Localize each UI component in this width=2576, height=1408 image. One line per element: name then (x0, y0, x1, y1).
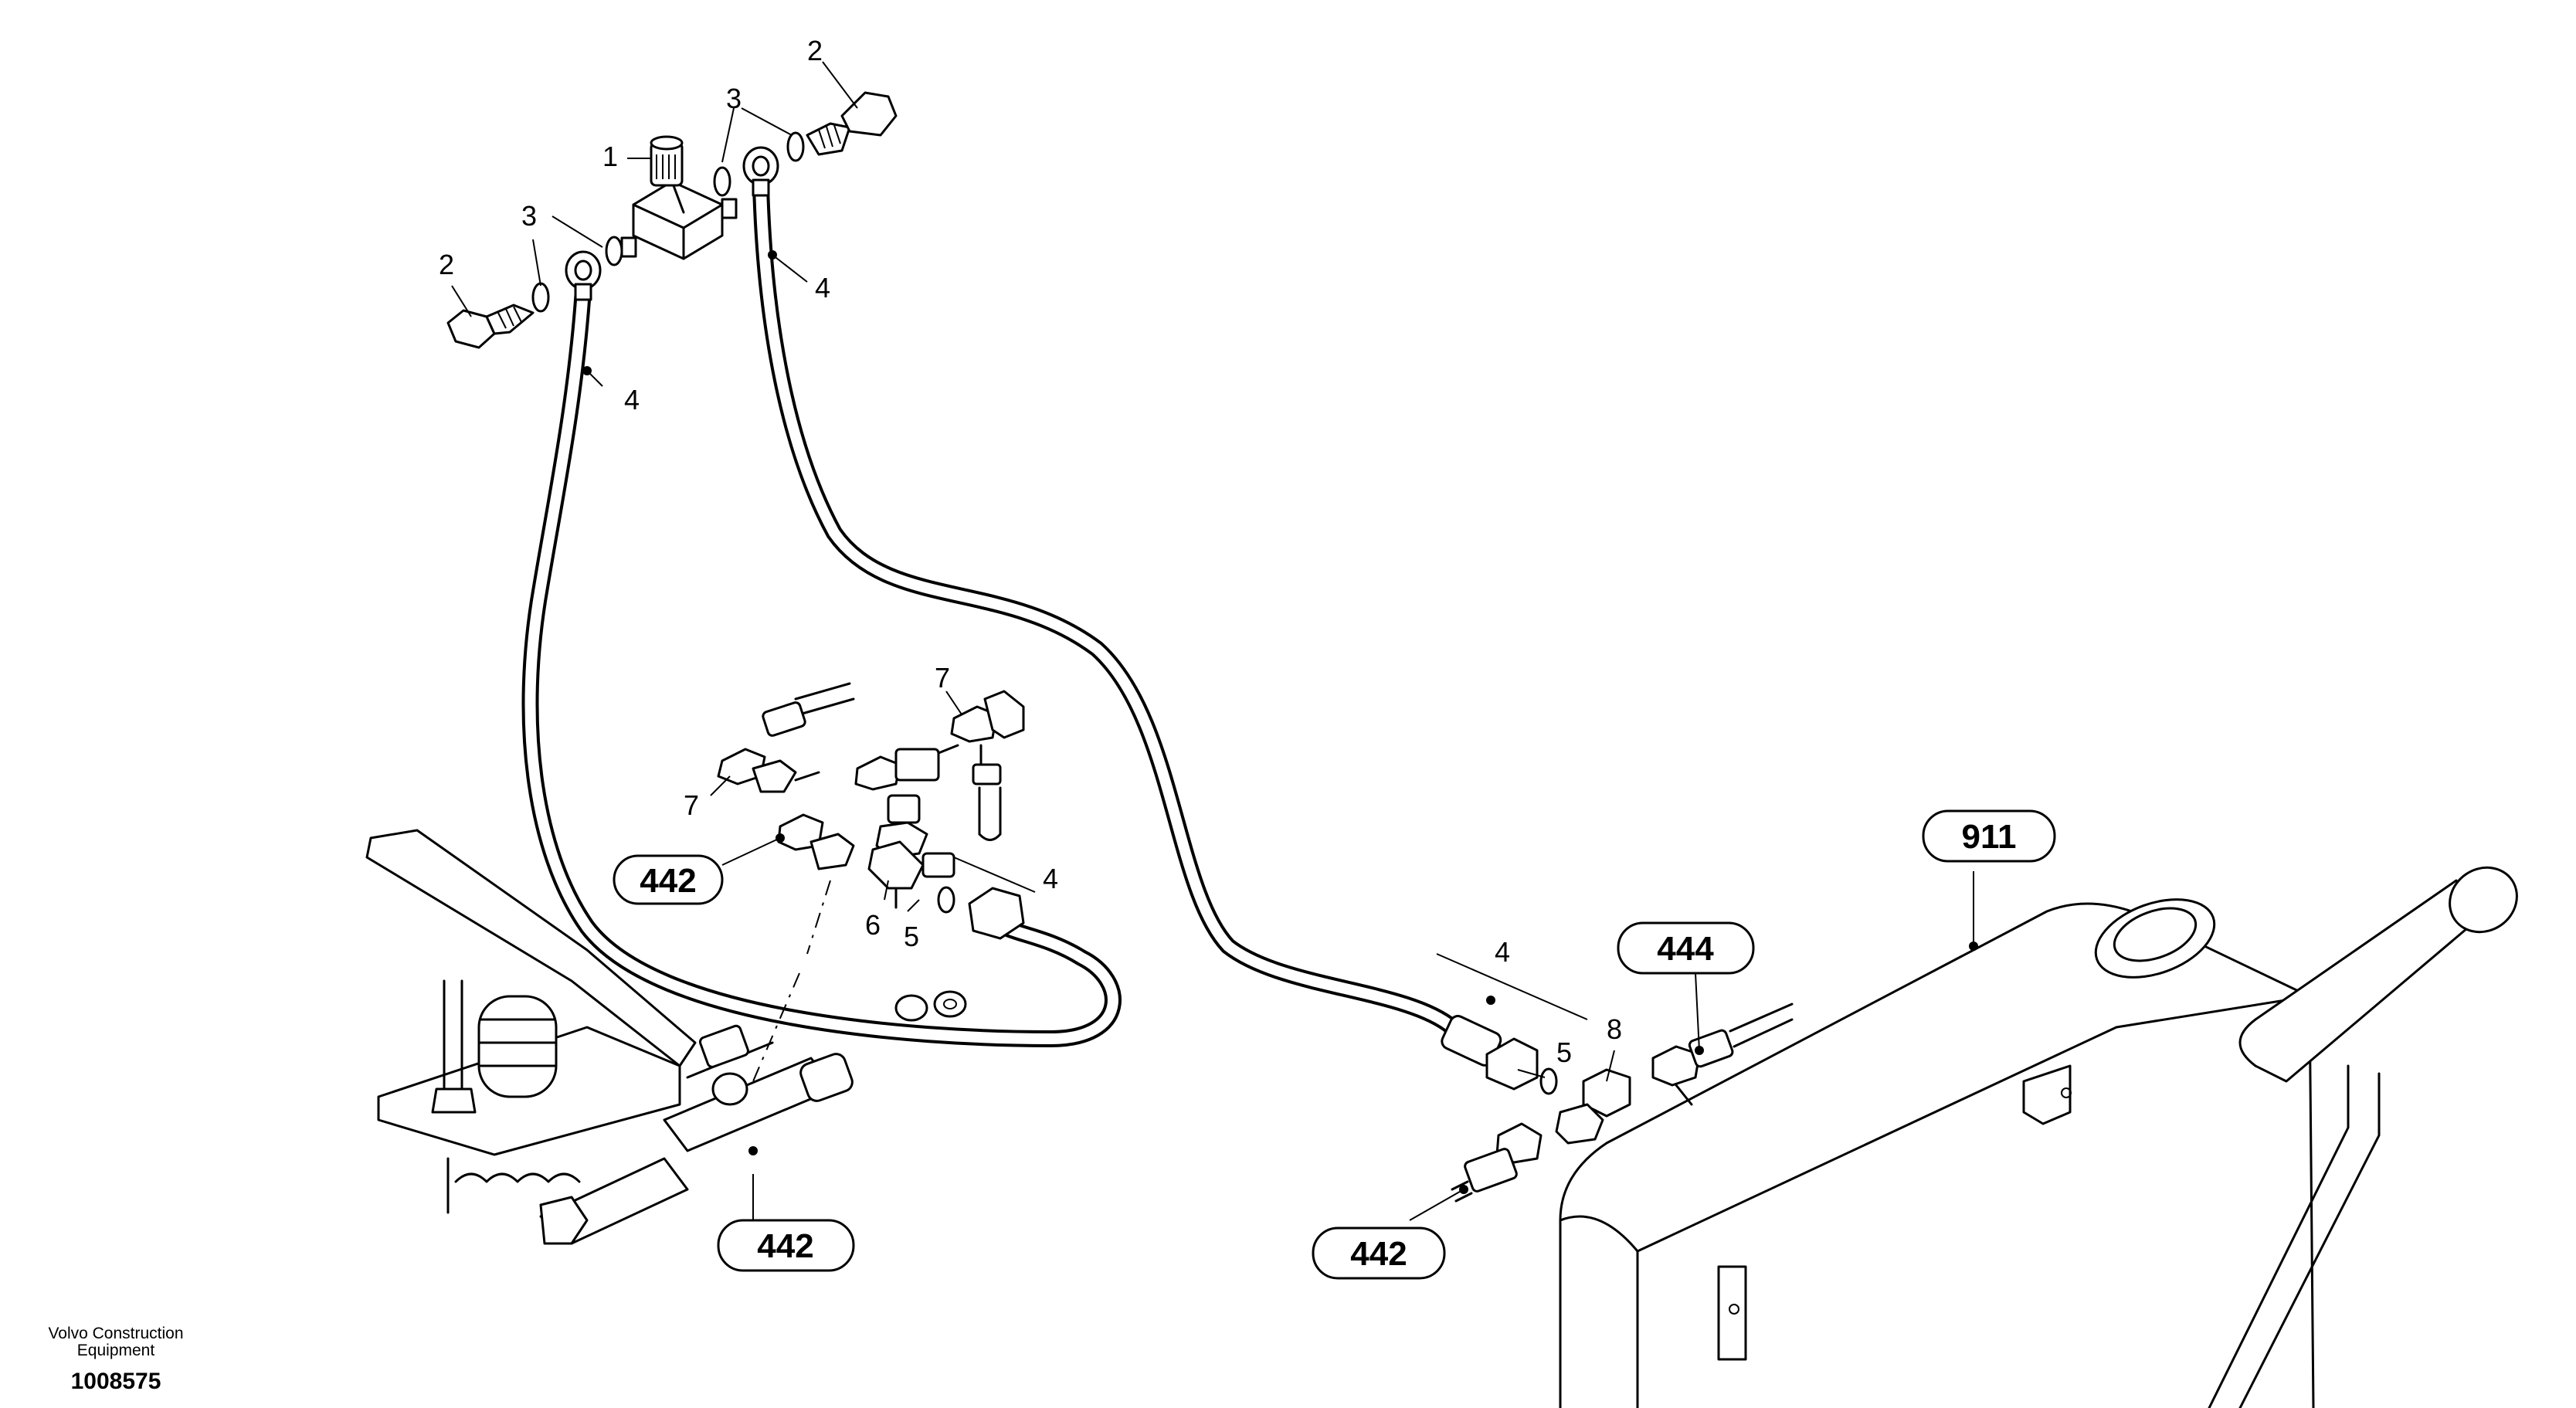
leader-lines (451, 61, 1978, 1221)
valve-assembly (446, 91, 898, 349)
callout-2-left: 2 (439, 249, 454, 280)
banjo-bolt-left (446, 304, 535, 349)
hose-right (752, 177, 1503, 1059)
tank (1559, 866, 2518, 1408)
pedal-assembly (365, 829, 854, 1245)
callout-7-left: 7 (684, 789, 699, 821)
hose-left (521, 281, 1122, 1048)
ref-911[interactable]: 911 (1922, 809, 2056, 863)
washer-left-outer (531, 282, 550, 313)
callout-4-right: 4 (1495, 936, 1510, 968)
footer-company: Volvo Construction Equipment (48, 1325, 184, 1359)
ref-444-label: 444 (1657, 930, 1714, 968)
washer-right-outer (786, 131, 805, 162)
callout-5-center: 5 (904, 921, 919, 952)
ref-911-label: 911 (1962, 818, 2017, 856)
banjo-bolt-right (806, 91, 898, 156)
callout-7-right: 7 (935, 662, 950, 694)
washer-left-inner (605, 236, 623, 266)
ref-442-bottom-left-label: 442 (757, 1227, 813, 1265)
fittings-cluster (717, 682, 1025, 1022)
callout-2-right: 2 (807, 35, 823, 66)
ref-442-bottom-right-label: 442 (1350, 1235, 1407, 1273)
callout-1: 1 (602, 141, 618, 172)
ref-442-center[interactable]: 442 (613, 854, 724, 905)
callout-8: 8 (1607, 1013, 1622, 1045)
callout-4-right-hose: 4 (815, 272, 830, 304)
callout-4-center: 4 (1043, 863, 1058, 894)
callout-5-right: 5 (1556, 1036, 1572, 1068)
right-fittings (1441, 1003, 1794, 1203)
callout-6: 6 (865, 909, 881, 941)
footer-drawing-number: 1008575 (70, 1369, 161, 1394)
ref-444[interactable]: 444 (1617, 921, 1755, 975)
washer-right-inner (713, 166, 731, 197)
ref-442-center-label: 442 (640, 862, 696, 900)
callout-3-right: 3 (726, 83, 742, 114)
callout-4-left-hose: 4 (624, 384, 640, 416)
callout-3-left: 3 (521, 200, 537, 232)
ref-442-bottom-right[interactable]: 442 (1312, 1226, 1446, 1280)
ref-442-bottom-left[interactable]: 442 (717, 1219, 855, 1272)
